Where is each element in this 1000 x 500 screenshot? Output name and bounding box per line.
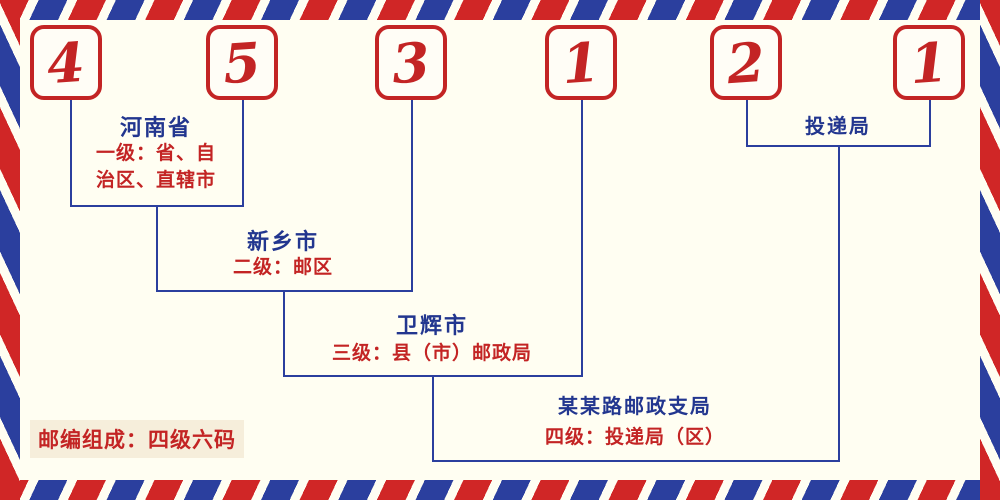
connector-line [156, 205, 158, 292]
connector-line [581, 100, 583, 377]
level3-desc: 三级：县（市）邮政局 [331, 343, 532, 364]
level1-desc: 一级：省、自 治区、直辖市 [56, 140, 256, 194]
level4-desc: 四级：投递局（区） [544, 427, 725, 448]
level1-name: 河南省 [119, 115, 192, 140]
digit-box-3: 3 [375, 25, 447, 100]
level2-name: 新乡市 [246, 229, 319, 254]
digit-1: 4 [45, 29, 87, 96]
level1-desc-line1: 一级：省、自 [95, 143, 216, 164]
delivery-label: 投递局 [805, 116, 871, 138]
footer-note: 邮编组成：四级六码 [30, 420, 244, 458]
digit-box-1: 4 [30, 25, 102, 100]
digit-box-5: 2 [710, 25, 782, 100]
airmail-border-left [0, 0, 20, 500]
level1-desc-line2: 治区、直辖市 [95, 170, 216, 191]
digit-3: 3 [390, 29, 432, 96]
digit-box-4: 1 [545, 25, 617, 100]
airmail-border-right [980, 0, 1000, 500]
level4-name: 某某路邮政支局 [558, 396, 712, 418]
digit-box-6: 1 [893, 25, 965, 100]
connector-line [411, 100, 413, 292]
digit-2: 5 [221, 29, 263, 96]
digit-5: 2 [725, 29, 767, 96]
level3-name: 卫辉市 [395, 313, 468, 338]
connector-line [432, 375, 434, 462]
digit-box-2: 5 [206, 25, 278, 100]
connector-line [432, 460, 840, 462]
connector-line [746, 100, 748, 147]
connector-line [70, 100, 72, 207]
airmail-border-bottom [0, 480, 1000, 500]
connector-line [838, 145, 840, 462]
connector-line [283, 290, 285, 377]
airmail-border-top [0, 0, 1000, 20]
connector-line [242, 100, 244, 207]
connector-line [929, 100, 931, 147]
digit-4: 1 [560, 29, 602, 96]
level2-desc: 二级：邮区 [232, 257, 333, 278]
digit-6: 1 [908, 29, 950, 96]
